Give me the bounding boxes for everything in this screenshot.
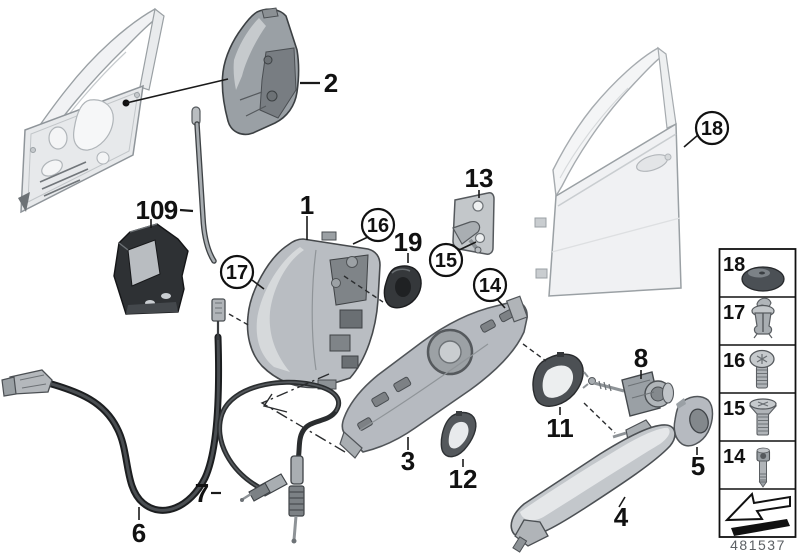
- callout-7[interactable]: 7: [195, 478, 209, 508]
- svg-text:14: 14: [723, 446, 746, 468]
- door-check-bracket: [452, 192, 495, 255]
- direction-arrow-icon: [724, 491, 791, 536]
- pan-head-screw-icon: [749, 349, 775, 389]
- svg-text:11: 11: [546, 413, 574, 443]
- callout-17[interactable]: 17: [219, 254, 255, 290]
- svg-text:15: 15: [723, 398, 745, 420]
- svg-text:15: 15: [435, 250, 457, 272]
- callout-5[interactable]: 5: [691, 451, 705, 481]
- svg-text:3: 3: [401, 446, 415, 476]
- cap-screw-icon: [756, 447, 771, 488]
- legend-row-18: 18: [723, 254, 785, 292]
- inner-door-panel: [18, 7, 165, 214]
- legend-row-15: 15: [723, 398, 778, 436]
- svg-text:18: 18: [701, 118, 723, 140]
- callout-16[interactable]: 16: [360, 207, 396, 243]
- grommet: [383, 265, 422, 309]
- bowden-cable-long: [1, 298, 226, 514]
- gasket-front: [440, 411, 477, 458]
- svg-text:2: 2: [324, 68, 338, 98]
- callout-14[interactable]: 14: [472, 267, 508, 303]
- callout-2[interactable]: 2: [324, 68, 338, 98]
- svg-text:13: 13: [465, 163, 494, 193]
- callout-1[interactable]: 1: [300, 190, 314, 220]
- svg-text:19: 19: [394, 227, 423, 257]
- diagram-number: 481537: [730, 537, 786, 553]
- legend-row-14: 14: [723, 446, 771, 488]
- svg-text:8: 8: [634, 343, 648, 373]
- callout-10[interactable]: 10: [136, 195, 165, 225]
- countersunk-screw-icon: [748, 398, 778, 436]
- legend-row-17: 17: [723, 297, 775, 339]
- handle-end-cap: [673, 395, 714, 447]
- bowden-cable-short: [217, 379, 342, 544]
- callout-18[interactable]: 18: [694, 110, 730, 146]
- lock-operating-rod: [191, 106, 217, 264]
- assembly-phantom-lines: [228, 275, 616, 453]
- outer-door-panel: [534, 46, 682, 297]
- svg-text:1: 1: [300, 190, 314, 220]
- svg-text:9: 9: [164, 195, 178, 225]
- outer-door-handle: [510, 419, 676, 553]
- svg-text:17: 17: [723, 302, 745, 324]
- callout-6[interactable]: 6: [132, 518, 146, 548]
- svg-text:16: 16: [723, 350, 745, 372]
- svg-text:17: 17: [226, 262, 248, 284]
- mounting-bracket: [113, 223, 189, 315]
- svg-text:7: 7: [195, 478, 209, 508]
- expansion-rivet-icon: [751, 297, 775, 339]
- door-lock-body: [246, 231, 381, 390]
- svg-text:6: 6: [132, 518, 146, 548]
- svg-text:4: 4: [614, 502, 629, 532]
- gasket-rear: [532, 352, 584, 407]
- callout-8[interactable]: 8: [634, 343, 648, 373]
- callout-19[interactable]: 19: [394, 227, 423, 257]
- leader-lines: [122, 78, 699, 520]
- lock-cylinder: [582, 371, 675, 417]
- callout-9[interactable]: 9: [164, 195, 178, 225]
- svg-text:18: 18: [723, 254, 745, 276]
- svg-text:12: 12: [449, 464, 478, 494]
- legend-row-16: 16: [723, 349, 775, 389]
- callout-15[interactable]: 15: [428, 242, 464, 278]
- svg-text:14: 14: [479, 275, 502, 297]
- callout-11[interactable]: 11: [546, 413, 574, 443]
- door-lock-part: [221, 7, 300, 136]
- handle-carrier: [339, 295, 529, 459]
- dome-plug-icon: [741, 266, 785, 292]
- callout-13[interactable]: 13: [465, 163, 494, 193]
- callout-3[interactable]: 3: [401, 446, 415, 476]
- svg-text:5: 5: [691, 451, 705, 481]
- callout-4[interactable]: 4: [614, 502, 629, 532]
- svg-text:16: 16: [367, 215, 389, 237]
- svg-text:10: 10: [136, 195, 165, 225]
- callout-12[interactable]: 12: [449, 464, 478, 494]
- fastener-legend: 18 17 16: [718, 248, 797, 538]
